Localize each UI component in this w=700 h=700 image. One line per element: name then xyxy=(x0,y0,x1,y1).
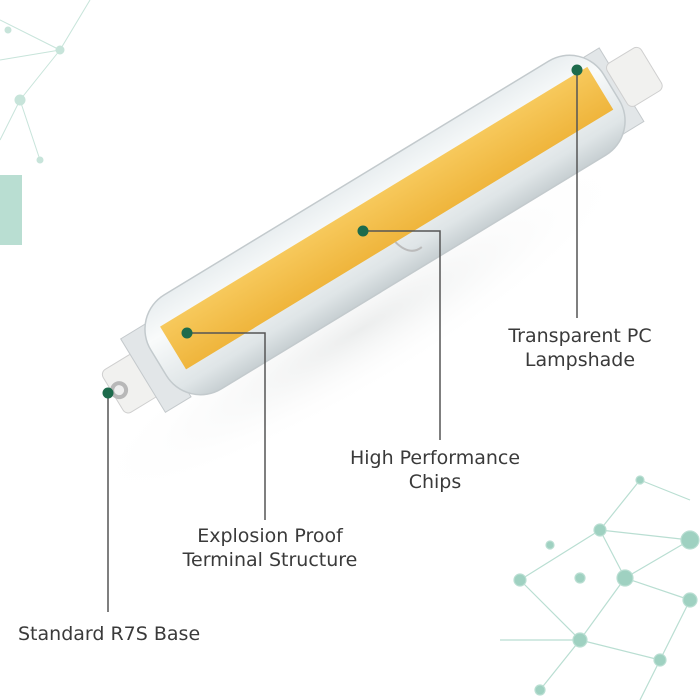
dot-chips xyxy=(357,225,369,237)
r7s-lamp xyxy=(101,46,663,414)
label-line: Transparent PC xyxy=(508,325,652,347)
network-decoration-top-left xyxy=(0,0,91,245)
cob-chip xyxy=(160,66,614,370)
dot-base xyxy=(102,387,114,399)
label-line: Lampshade xyxy=(524,349,636,371)
label-line: Explosion Proof xyxy=(197,525,343,547)
label-line: Chips xyxy=(408,471,462,493)
label-base: Standard R7S Base xyxy=(18,622,200,646)
label-line: High Performance xyxy=(349,447,521,469)
label-line: Terminal Structure xyxy=(182,549,358,571)
label-line: Standard R7S Base xyxy=(18,623,201,645)
dot-terminal xyxy=(181,327,193,339)
leader-lines xyxy=(107,70,578,612)
label-chips: High Performance Chips xyxy=(335,446,535,494)
dot-lampshade xyxy=(571,64,583,76)
network-decoration-bottom-right xyxy=(500,475,700,700)
end-cap-right xyxy=(606,46,663,107)
label-lampshade: Transparent PC Lampshade xyxy=(490,324,670,372)
label-terminal: Explosion Proof Terminal Structure xyxy=(170,524,370,572)
